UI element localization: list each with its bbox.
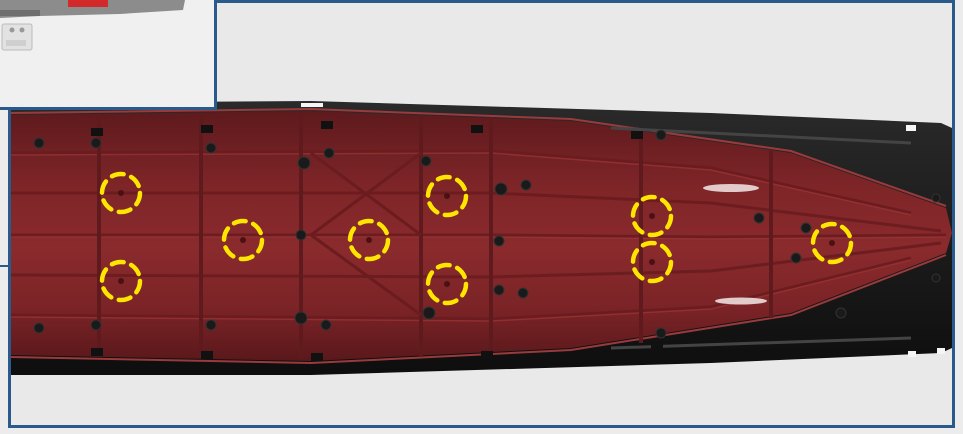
frame-edge [0,265,10,267]
part-detail-photo-icon [0,0,185,18]
marker-circle-m6 [425,262,469,306]
marker-circle-m8 [630,240,674,284]
part-detail-inset [0,0,217,110]
marker-circle-m3 [221,218,265,262]
marker-circle-m2 [99,259,143,303]
marker-circle-m4 [347,218,391,262]
marker-circle-m5 [425,174,469,218]
marker-circle-m7 [630,194,674,238]
marker-circle-m9 [810,221,854,265]
marker-circle-m1 [99,171,143,215]
